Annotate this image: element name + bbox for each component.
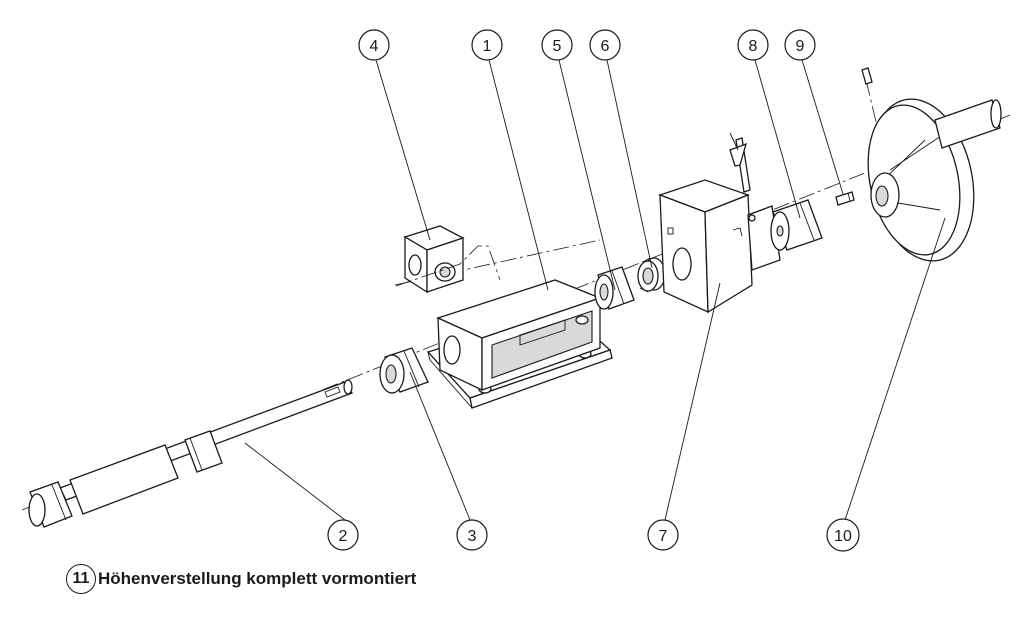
svg-text:8: 8 [749,38,758,55]
leader-lines [244,59,946,521]
balloon-part-4: 4 [358,29,390,61]
gear-housing-part [658,132,781,314]
svg-text:3: 3 [468,528,477,545]
balloon-part-5: 5 [541,29,573,61]
svg-text:9: 9 [796,38,805,55]
bushing-part [379,347,429,394]
svg-text:7: 7 [659,528,668,545]
svg-text:6: 6 [601,38,610,55]
caption-number-badge: 11 [66,564,96,594]
handwheel-part [861,67,1002,262]
svg-text:4: 4 [370,38,379,55]
clamp-block-part [395,225,501,294]
svg-text:10: 10 [834,528,852,545]
balloon-part-6: 6 [589,29,621,61]
svg-text:2: 2 [339,528,348,545]
screw-axis [865,79,879,131]
balloon-part-7: 7 [647,519,679,551]
balloon-part-1: 1 [471,29,503,61]
balloon-part-8: 8 [737,29,769,61]
balloon-part-10: 10 [826,518,860,552]
svg-text:1: 1 [483,38,492,55]
key-part [835,191,855,206]
svg-text:5: 5 [553,38,562,55]
spindle-part [28,379,353,528]
balloon-part-9: 9 [784,29,816,61]
bushing-small-part [594,266,635,310]
balloon-part-2: 2 [327,519,359,551]
caption-number: 11 [72,570,90,587]
sleeve-part [770,199,823,251]
assembly-caption: 11 Höhenverstellung komplett vormontiert [66,562,416,596]
balloon-part-3: 3 [456,519,488,551]
ring-nut-part [637,257,666,293]
caption-text: Höhenverstellung komplett vormontiert [98,569,417,588]
bracket-housing-part [426,279,613,409]
